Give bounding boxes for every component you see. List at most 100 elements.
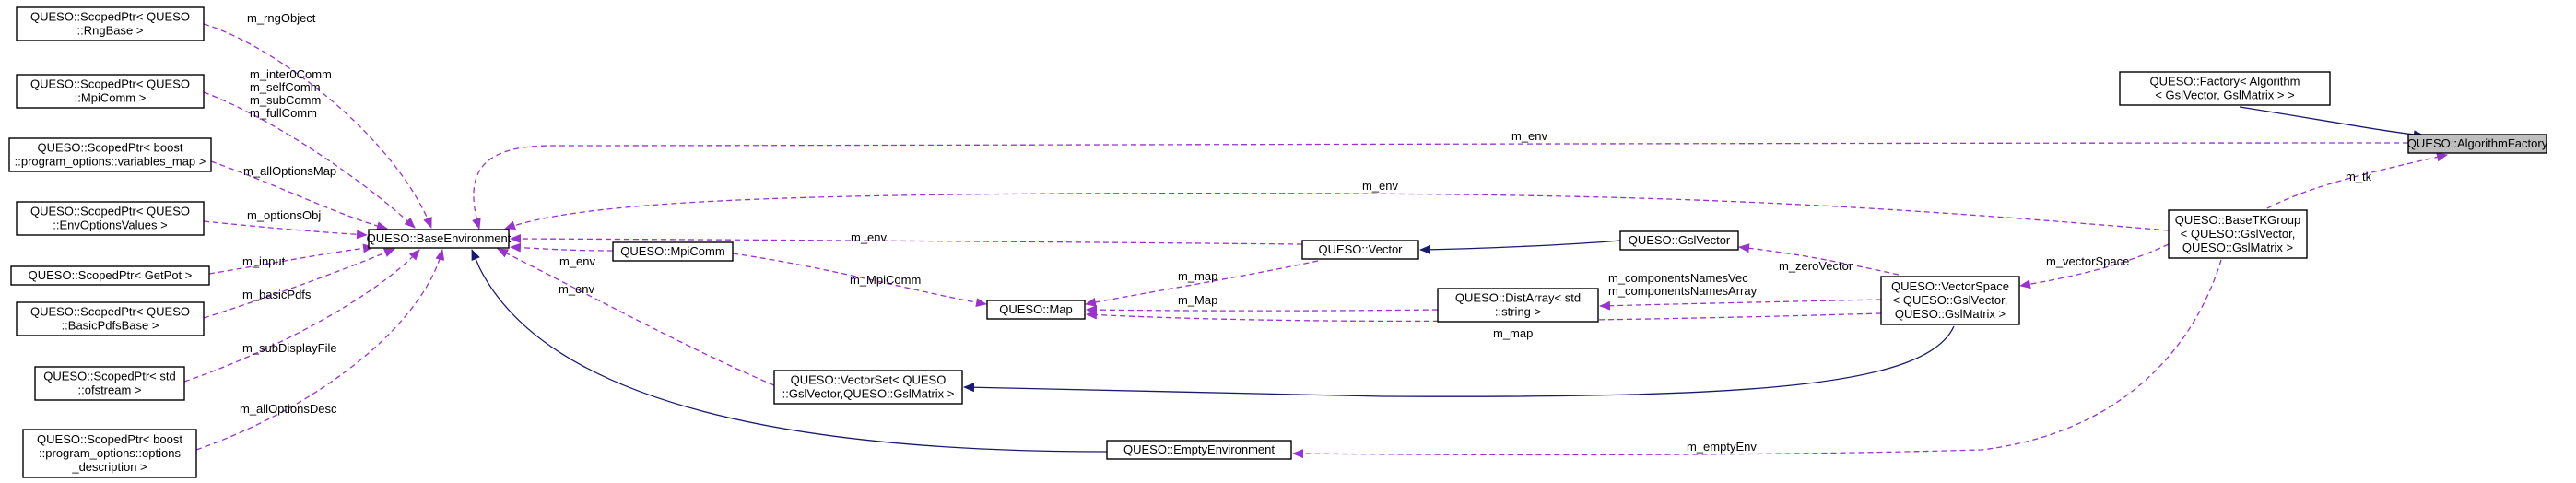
class-node-emptyenv[interactable]: QUESO::EmptyEnvironment — [1106, 440, 1292, 460]
class-node-box — [16, 201, 205, 236]
usage-edge-e_ofs — [183, 249, 420, 383]
edge-label: m_fullComm — [250, 106, 317, 120]
class-node-baseenv[interactable]: QUESO::BaseEnvironment — [367, 229, 512, 249]
class-node-label: ::EnvOptionsValues > — [53, 218, 167, 232]
class-node-label: QUESO::AlgorithmFactory — [2407, 136, 2548, 150]
class-node-label: < QUESO::GslVector, — [2181, 227, 2296, 241]
edge-label: m_inter0Comm — [250, 67, 332, 81]
class-node-label: QUESO::BaseTKGroup — [2175, 213, 2301, 227]
inheritance-edge-e_empty_inh — [471, 249, 1108, 453]
class-node-label: QUESO::VectorSpace — [1891, 279, 2009, 293]
inheritance-edge-e_gsl_vec — [1419, 240, 1621, 254]
edge-path — [472, 142, 2409, 230]
class-node-vspace[interactable]: QUESO::VectorSpace< QUESO::GslVector,QUE… — [1880, 276, 2020, 325]
class-node-box — [16, 6, 205, 41]
edge-path — [2019, 243, 2170, 289]
edge-path — [732, 253, 987, 308]
edge-labels-layer: m_envm_tkm_envm_vectorSpacem_emptyEnvm_r… — [240, 11, 2372, 454]
class-node-label: QUESO::ScopedPtr< boost — [38, 141, 183, 155]
class-node-vector[interactable]: QUESO::Vector — [1301, 240, 1419, 260]
class-node-box — [1106, 440, 1292, 460]
usage-edge-e_map_mpi — [732, 253, 987, 308]
usage-edge-e_vs_map — [1086, 310, 1882, 323]
usage-edge-e_mpi — [203, 91, 416, 229]
edge-label: m_MpiComm — [850, 273, 921, 287]
class-node-sp_rng[interactable]: QUESO::ScopedPtr< QUESO::RngBase > — [16, 6, 205, 41]
usage-edge-e_rng — [203, 23, 432, 229]
inheritance-edge-e_vs_vset — [963, 325, 1955, 397]
class-node-box — [1619, 230, 1739, 251]
edge-path — [195, 249, 445, 451]
inheritance-edge-e_fac_alg — [2239, 106, 2425, 140]
edge-path — [1085, 260, 1319, 307]
edge-label: m_componentsNamesVec — [1608, 271, 1748, 285]
usage-edge-e_vs_gsl — [1738, 243, 1900, 276]
class-node-box — [986, 300, 1086, 320]
edge-label: m_allOptionsDesc — [240, 402, 337, 416]
edge-label: m_subDisplayFile — [242, 341, 337, 355]
class-node-label: QUESO::ScopedPtr< QUESO — [30, 305, 190, 319]
usage-edge-e_tk_vs — [2019, 243, 2170, 289]
class-node-label: QUESO::MpiComm — [620, 244, 724, 258]
class-node-label: QUESO::BaseEnvironment — [367, 231, 512, 245]
edge-label: m_env — [559, 282, 595, 296]
class-node-box — [612, 242, 734, 262]
edge-label: m_Map — [1178, 293, 1217, 307]
usage-edge-e_tk_empty — [1292, 259, 2222, 459]
class-node-mpicomm[interactable]: QUESO::MpiComm — [612, 242, 734, 262]
edge-path — [183, 249, 420, 383]
class-node-label: QUESO::ScopedPtr< QUESO — [30, 205, 190, 218]
usage-edge-e_tk_env — [504, 193, 2170, 231]
edge-path — [203, 23, 432, 229]
class-node-label: ::program_options::variables_map > — [15, 155, 206, 169]
class-node-label: ::GslVector,QUESO::GslMatrix > — [782, 387, 955, 401]
edge-path — [497, 248, 775, 386]
class-node-sp_pdfs[interactable]: QUESO::ScopedPtr< QUESO::BasicPdfsBase > — [16, 301, 205, 336]
edge-label: m_optionsObj — [247, 208, 321, 222]
nodes-layer: QUESO::AlgorithmFactory QUESO::Factory< A… — [8, 6, 2548, 478]
class-node-gslvector[interactable]: QUESO::GslVector — [1619, 230, 1739, 251]
edge-path — [963, 325, 1955, 397]
edge-path — [203, 248, 395, 319]
edge-path — [471, 249, 1108, 453]
edge-label: m_env — [559, 254, 596, 268]
class-node-sp_getpot[interactable]: QUESO::ScopedPtr< GetPot > — [10, 265, 210, 286]
class-node-label: ::RngBase > — [77, 24, 144, 38]
class-node-label: QUESO::ScopedPtr< QUESO — [30, 10, 190, 24]
class-node-label: ::BasicPdfsBase > — [62, 319, 159, 333]
edge-label: m_basicPdfs — [242, 288, 312, 301]
edge-path — [510, 242, 614, 253]
class-node-sp_vm[interactable]: QUESO::ScopedPtr< boost::program_options… — [8, 137, 212, 172]
edge-path — [210, 160, 388, 231]
class-node-label: < GslVector, GslMatrix > > — [2155, 88, 2294, 102]
class-node-factory[interactable]: QUESO::Factory< Algorithm< GslVector, Gs… — [2119, 71, 2331, 106]
class-node-label: QUESO::GslMatrix > — [1895, 307, 2006, 321]
edge-path — [510, 234, 1303, 245]
usage-edge-e_vs_da — [1599, 299, 1882, 311]
class-node-map[interactable]: QUESO::Map — [986, 300, 1086, 320]
usage-edge-e_vm — [210, 160, 388, 231]
class-node-sp_mpi[interactable]: QUESO::ScopedPtr< QUESO::MpiComm > — [16, 74, 205, 109]
class-node-label: QUESO::ScopedPtr< std — [43, 370, 175, 383]
class-node-sp_desc[interactable]: QUESO::ScopedPtr< boost::program_options… — [22, 429, 197, 478]
class-node-label: ::program_options::options — [39, 446, 181, 460]
class-node-label: QUESO::Map — [999, 302, 1072, 316]
class-node-label: QUESO::DistArray< std — [1455, 291, 1581, 305]
class-node-basetk[interactable]: QUESO::BaseTKGroup< QUESO::GslVector,QUE… — [2168, 209, 2308, 259]
class-node-box — [16, 74, 205, 109]
class-node-algfactory[interactable]: QUESO::AlgorithmFactory — [2407, 134, 2548, 154]
class-node-box — [1437, 288, 1599, 323]
edge-path — [504, 193, 2170, 231]
class-node-sp_envopt[interactable]: QUESO::ScopedPtr< QUESO::EnvOptionsValue… — [16, 201, 205, 236]
usage-edge-e_vec_map — [1085, 260, 1319, 307]
class-node-box — [16, 301, 205, 336]
usage-edge-e_desc — [195, 249, 445, 451]
edge-path — [203, 220, 368, 240]
edge-path — [208, 243, 374, 275]
class-node-label: QUESO::Factory< Algorithm — [2150, 75, 2300, 88]
class-node-distarray[interactable]: QUESO::DistArray< std::string > — [1437, 288, 1599, 323]
edge-label: m_input — [242, 254, 286, 268]
class-node-vset[interactable]: QUESO::VectorSet< QUESO::GslVector,QUESO… — [773, 370, 963, 405]
class-node-sp_ofs[interactable]: QUESO::ScopedPtr< std::ofstream > — [34, 366, 185, 401]
